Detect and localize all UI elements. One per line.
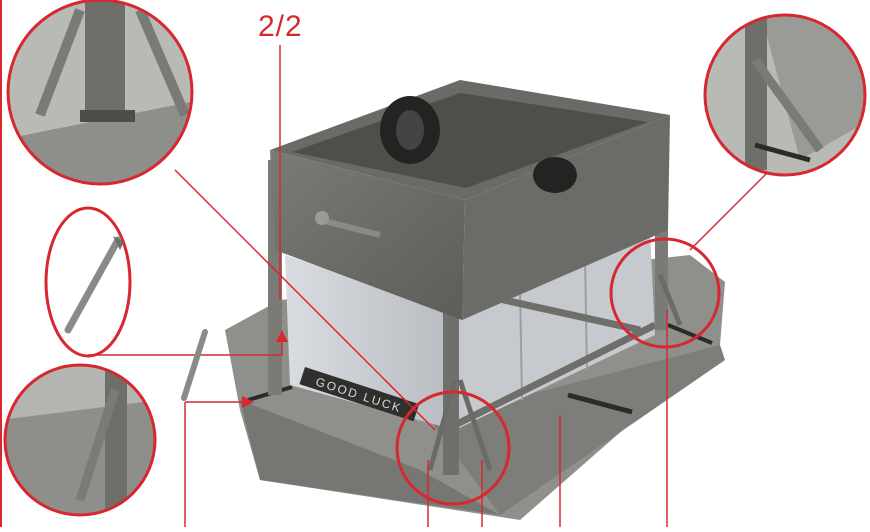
pipe <box>453 321 657 429</box>
detail-strut-part <box>44 206 132 358</box>
valve-arm <box>319 217 381 238</box>
leader-line <box>689 169 771 251</box>
base-front-edge <box>240 400 500 515</box>
main-model: GOOD LUCK <box>225 80 725 520</box>
box-interior <box>292 93 648 188</box>
box-front <box>270 150 465 320</box>
detail-top-right <box>703 13 867 177</box>
tire-hub <box>396 110 424 150</box>
detail-right-leg <box>609 237 721 349</box>
arrow-head <box>242 396 254 408</box>
strut <box>457 379 493 471</box>
detail-top-left <box>6 0 194 186</box>
strut <box>427 379 458 471</box>
strut <box>657 274 683 326</box>
base-slot-right <box>667 323 713 345</box>
detail-bottom-left <box>3 363 157 517</box>
tank-divider <box>584 257 588 371</box>
strut-piece <box>64 236 122 334</box>
tank-glass-right <box>450 230 655 430</box>
loose-strut <box>181 329 208 401</box>
detail-center-base <box>395 390 511 506</box>
base-slot <box>567 392 633 415</box>
arrow-head <box>276 330 288 342</box>
box-right <box>462 115 670 320</box>
strut-tip <box>113 236 124 250</box>
leader-line <box>174 169 436 431</box>
tire <box>533 157 577 193</box>
valve <box>315 211 329 225</box>
step-label: 2/2 <box>258 10 303 43</box>
